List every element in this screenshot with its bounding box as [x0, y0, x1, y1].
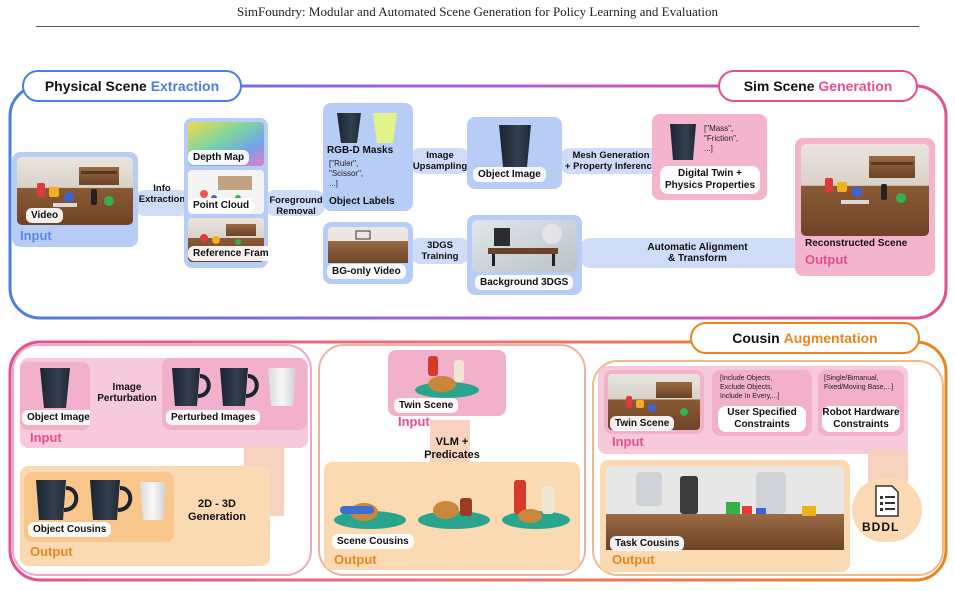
bench-thumb: [472, 220, 577, 272]
digital-twin-label: Digital Twin + Physics Properties: [660, 166, 760, 194]
bddl-label: BDDL: [862, 520, 900, 534]
rgbd-masks-card: RGB-D Masks ["Ruler", "Scissor", ...] Ob…: [323, 103, 413, 211]
robot-constraints-card: [Single/Bimanual, Fixed/Moving Base,...]…: [818, 370, 904, 436]
br-twin-scene-label: Twin Scene: [610, 416, 675, 431]
background-3dgs-label: Background 3DGS: [475, 275, 574, 290]
step-image-perturbation: Image Perturbation: [97, 382, 157, 404]
object-labels-list: ["Ruler", "Scissor", ...]: [329, 159, 364, 188]
title-physical-scene: Physical Scene: [44, 78, 147, 94]
robot-constraints-list: [Single/Bimanual, Fixed/Moving Base,...]: [824, 375, 894, 391]
task-cousins-thumb: [606, 466, 844, 550]
task-cousins-label: Task Cousins: [610, 536, 685, 551]
header-rule: [36, 26, 919, 27]
reconstructed-scene-card: Reconstructed Scene Output: [795, 138, 935, 276]
perturbed-mugs-thumb: [172, 368, 296, 406]
scene-cousins-thumb: [334, 480, 570, 529]
bddl-document-icon: [875, 485, 899, 517]
reconstructed-scene-label: Reconstructed Scene: [805, 238, 908, 249]
step-mesh-generation: Mesh Generation + Property Inference: [564, 150, 658, 172]
bm-input-label: Input: [398, 414, 430, 429]
user-constraints-card: [Include Objects, Exclude Objects, Inclu…: [712, 370, 812, 436]
bm-twin-scene-card: Twin Scene: [388, 350, 506, 416]
band-mesh: [560, 148, 660, 174]
scene-cousins-label: Scene Cousins: [332, 534, 414, 549]
physics-props-list: ["Mass", "Friction", ...]: [704, 124, 739, 153]
physical-scene-extraction-title: Physical Scene Extraction: [22, 70, 242, 102]
bl-input-label: Input: [30, 430, 62, 445]
title-sim-scene: Sim Scene: [743, 78, 815, 94]
step-2d-3d-generation: 2D - 3D Generation: [187, 498, 247, 523]
perturbed-images-label: Perturbed Images: [166, 410, 261, 425]
bl-output-label: Output: [30, 544, 73, 559]
input-video-card: Video Input: [12, 152, 138, 247]
bl-mug-icon: [40, 368, 70, 408]
background-3dgs-card: Background 3DGS: [467, 215, 582, 295]
scene-connector: [430, 420, 470, 470]
robot-constraints-label: Robot Hardware Constraints: [822, 406, 900, 432]
mug-icon: [499, 125, 531, 167]
bm-twin-scene-thumb: [415, 356, 479, 398]
input-label-top: Input: [20, 228, 52, 243]
rgbd-masks-label: RGB-D Masks: [327, 145, 394, 156]
bl-object-image-card: Object Image: [20, 362, 90, 430]
band-foreground: [265, 190, 325, 216]
object-cousins-label: Object Cousins: [28, 522, 112, 537]
point-cloud-label: Point Cloud: [188, 198, 255, 213]
user-constraints-label: User Specified Constraints: [718, 406, 806, 432]
depth-map-label: Depth Map: [188, 150, 250, 165]
cousin-augmentation-title: Cousin Augmentation: [690, 322, 920, 354]
extraction-stack-card: Depth Map Point Cloud Reference Frame: [184, 118, 268, 268]
reconstructed-thumb: [801, 144, 929, 236]
user-constraints-list: [Include Objects, Exclude Objects, Inclu…: [720, 375, 780, 400]
step-image-upsampling: Image Upsampling: [412, 150, 468, 172]
bg-video-thumb: [328, 227, 408, 263]
mask-objects-thumb: [337, 113, 397, 143]
object-cousins-card: Object Cousins: [24, 472, 174, 542]
br-input-label: Input: [612, 434, 644, 449]
digital-twin-card: ["Mass", "Friction", ...] Digital Twin +…: [652, 114, 767, 200]
sim-scene-generation-title: Sim Scene Generation: [718, 70, 918, 102]
step-info-extraction: Info Extraction: [138, 183, 186, 205]
band-info: [135, 190, 190, 216]
bg-video-card: BG-only Video: [323, 222, 413, 284]
bm-output-label: Output: [334, 552, 377, 567]
br-output-label: Output: [612, 552, 655, 567]
bg-only-video-label: BG-only Video: [327, 264, 406, 279]
title-generation: Generation: [818, 78, 893, 94]
bm-twin-scene-label: Twin Scene: [394, 398, 459, 413]
task-cousins-card: Task Cousins Output: [600, 460, 850, 572]
step-vlm-predicates: VLM + Predicates: [424, 436, 480, 461]
twin-mug-icon: [670, 124, 696, 160]
band-upsampling: [410, 148, 470, 174]
page-header: SimFoundry: Modular and Automated Scene …: [237, 4, 718, 19]
step-foreground-removal: Foreground Removal: [269, 195, 323, 217]
title-cousin: Cousin: [732, 330, 780, 346]
object-image-label: Object Image: [473, 167, 546, 182]
video-thumbnail: [17, 157, 133, 225]
title-augmentation: Augmentation: [783, 330, 878, 346]
object-labels-label: Object Labels: [329, 196, 395, 207]
video-label: Video: [26, 208, 64, 223]
br-twin-scene-card: Twin Scene: [604, 370, 704, 434]
reference-frame-label: Reference Frame: [188, 246, 268, 261]
bl-object-image-label: Object Image: [22, 410, 90, 425]
output-label-top: Output: [805, 252, 848, 267]
band-align: [580, 238, 815, 268]
band-3dgs: [410, 238, 470, 264]
object-cousins-thumb: [36, 480, 166, 520]
step-automatic-alignment: Automatic Alignment & Transform: [647, 242, 748, 264]
scene-cousins-card: Scene Cousins: [324, 462, 580, 570]
step-3dgs-training: 3DGS Training: [421, 240, 459, 262]
object-image-card: Object Image: [467, 117, 562, 189]
perturbed-images-card: Perturbed Images: [162, 358, 307, 430]
title-extraction: Extraction: [150, 78, 220, 94]
